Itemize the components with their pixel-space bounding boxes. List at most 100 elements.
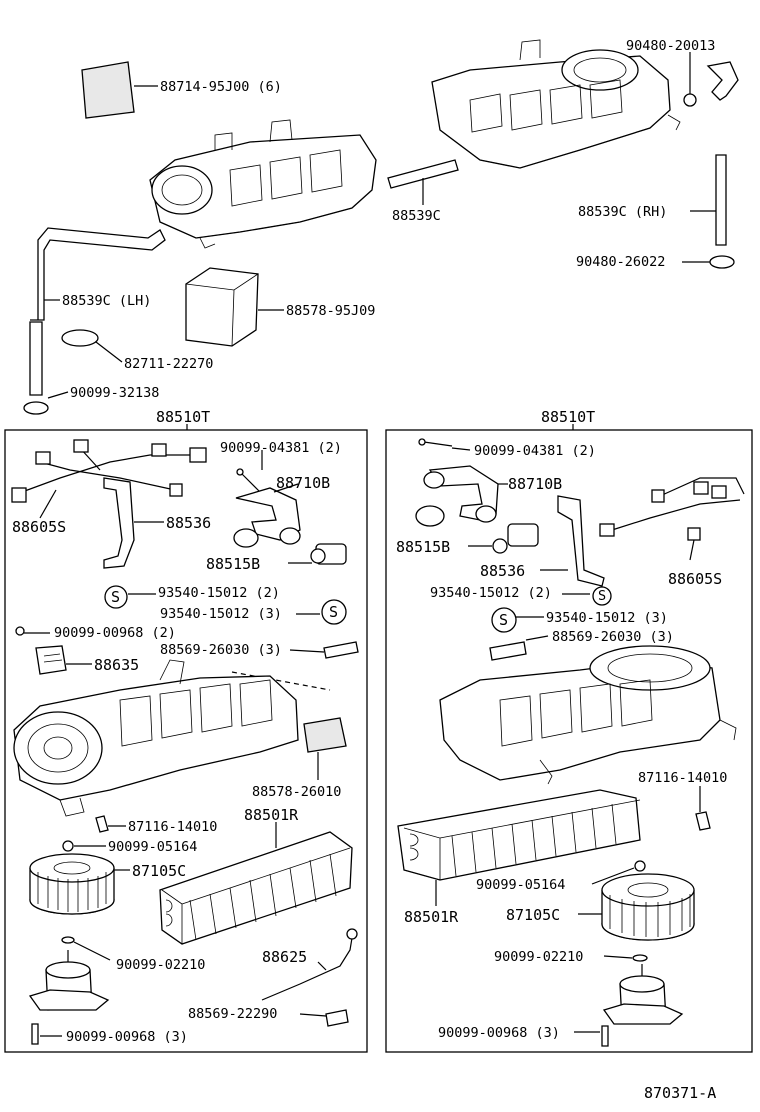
evaporator-88501r-left xyxy=(159,831,353,945)
label-90480-26022: 90480-26022 xyxy=(576,254,665,270)
blower-fan-87105c-right xyxy=(601,873,695,941)
label-93540-left-b: 93540-15012 (3) xyxy=(160,606,282,622)
pipe-88710b-left xyxy=(233,487,301,548)
left-assembly-frame xyxy=(4,429,368,1053)
s-symbol-left-a xyxy=(104,585,128,609)
label-88569-26030-left: 88569-26030 (3) xyxy=(160,642,282,658)
label-87116-left: 87116-14010 xyxy=(128,819,217,835)
label-88605s-left: 88605S xyxy=(12,518,66,536)
bolt-90099-00968-left xyxy=(15,626,25,636)
clip-88569-26030-right xyxy=(489,641,527,661)
label-88635: 88635 xyxy=(94,656,139,674)
filter-88578-26010 xyxy=(303,717,347,753)
label-88501r-right: 88501R xyxy=(404,908,459,926)
bracket-88536-right xyxy=(557,495,605,587)
gasket-sheet xyxy=(81,61,135,119)
s-symbol-right-a-text: S xyxy=(598,588,606,604)
s-symbol-right-b xyxy=(491,607,517,633)
label-93540-right-a: 93540-15012 (2) xyxy=(430,585,552,601)
label-88710b-left: 88710B xyxy=(276,474,330,492)
s-symbol-right-b-text: S xyxy=(499,611,508,629)
main-housing-left xyxy=(13,659,299,817)
label-88536-right: 88536 xyxy=(480,562,525,580)
upper-right-housing xyxy=(431,39,681,169)
label-90099-05164-left: 90099-05164 xyxy=(108,839,197,855)
label-82711: 82711-22270 xyxy=(124,356,213,372)
label-87105c-right: 87105C xyxy=(506,906,560,924)
screw-90099-00968-right xyxy=(601,1025,609,1047)
label-93540-right-b: 93540-15012 (3) xyxy=(546,610,668,626)
label-88515b-left: 88515B xyxy=(206,555,260,573)
label-88539c-lh: 88539C (LH) xyxy=(62,293,151,309)
pipe-88710b-right xyxy=(415,465,499,527)
left-assembly-title: 88510T xyxy=(156,408,210,426)
right-assembly-frame xyxy=(385,429,753,1053)
clip-87116-right xyxy=(695,811,711,831)
valve-88515b-right xyxy=(492,523,539,554)
diagram-id: 870371-A xyxy=(644,1084,716,1102)
sensor-88625 xyxy=(261,928,358,1001)
hose-center xyxy=(387,159,459,189)
s-symbol-left-b-text: S xyxy=(329,603,338,621)
s-symbol-right-a xyxy=(592,586,612,606)
label-90099-00968-3-left: 90099-00968 (3) xyxy=(66,1029,188,1045)
nut-90099-05164-left xyxy=(62,840,74,852)
blower-fan-87105c-left xyxy=(29,853,115,915)
grommet-90099-32138 xyxy=(23,401,49,415)
grommet-90480-26022 xyxy=(709,255,735,269)
washer-90099-02210-right xyxy=(632,954,648,962)
label-90099-32138: 90099-32138 xyxy=(70,385,159,401)
wire-harness-right xyxy=(599,477,745,541)
screw-90099-00968-left xyxy=(31,1023,39,1045)
label-88578-95j09: 88578-95J09 xyxy=(286,303,375,319)
blower-motor-right xyxy=(602,964,684,1025)
label-90099-02210-right: 90099-02210 xyxy=(494,949,583,965)
clip-88569-22290 xyxy=(325,1009,349,1027)
right-assembly-title: 88510T xyxy=(541,408,595,426)
label-90099-05164-right: 90099-05164 xyxy=(476,877,565,893)
label-90480-20013: 90480-20013 xyxy=(626,38,715,54)
label-87105c-left: 87105C xyxy=(132,862,186,880)
hose-lh-lower xyxy=(29,321,43,396)
valve-88515b-left xyxy=(310,543,347,565)
label-88536-left: 88536 xyxy=(166,514,211,532)
washer-90099-02210-left xyxy=(61,936,75,944)
upper-left-housing xyxy=(149,119,377,249)
clamp-82711 xyxy=(61,329,99,347)
elbow-rh xyxy=(706,61,739,101)
s-symbol-left-b xyxy=(321,599,347,625)
label-88501r-left: 88501R xyxy=(244,806,299,824)
hose-rh xyxy=(715,154,727,246)
label-93540-left-a: 93540-15012 (2) xyxy=(158,585,280,601)
resistor-88635 xyxy=(35,645,67,675)
label-90099-00968-3-right: 90099-00968 (3) xyxy=(438,1025,560,1041)
label-88605s-right: 88605S xyxy=(668,570,722,588)
s-symbol-left-a-text: S xyxy=(111,588,120,606)
wire-harness-left xyxy=(11,439,207,503)
label-88539c-rh: 88539C (RH) xyxy=(578,204,667,220)
label-88625: 88625 xyxy=(262,948,307,966)
label-90099-04381-right: 90099-04381 (2) xyxy=(474,443,596,459)
label-87116-right: 87116-14010 xyxy=(638,770,727,786)
label-88569-22290: 88569-22290 xyxy=(188,1006,277,1022)
clip-87116-left xyxy=(95,815,109,833)
label-88539c-center: 88539C xyxy=(392,208,441,224)
label-88515b-right: 88515B xyxy=(396,538,450,556)
label-90099-04381-left: 90099-04381 (2) xyxy=(220,440,342,456)
grommet-90480-20013 xyxy=(683,93,697,107)
label-88578-26010: 88578-26010 xyxy=(252,784,341,800)
blower-motor-left xyxy=(28,950,110,1011)
label-88569-26030-right: 88569-26030 (3) xyxy=(552,629,674,645)
main-housing-right xyxy=(439,645,737,785)
clip-88569-26030-left xyxy=(323,641,359,659)
label-88710b-right: 88710B xyxy=(508,475,562,493)
label-90099-00968-2: 90099-00968 (2) xyxy=(54,625,176,641)
bracket-88536-left xyxy=(103,477,135,569)
nut-90099-05164-right xyxy=(634,860,646,872)
label-88714: 88714-95J00 (6) xyxy=(160,79,282,95)
hose-lh-upper xyxy=(30,227,166,321)
foam-block-88578-95j09 xyxy=(185,267,259,347)
label-90099-02210-left: 90099-02210 xyxy=(116,957,205,973)
evaporator-88501r-right xyxy=(397,789,641,881)
